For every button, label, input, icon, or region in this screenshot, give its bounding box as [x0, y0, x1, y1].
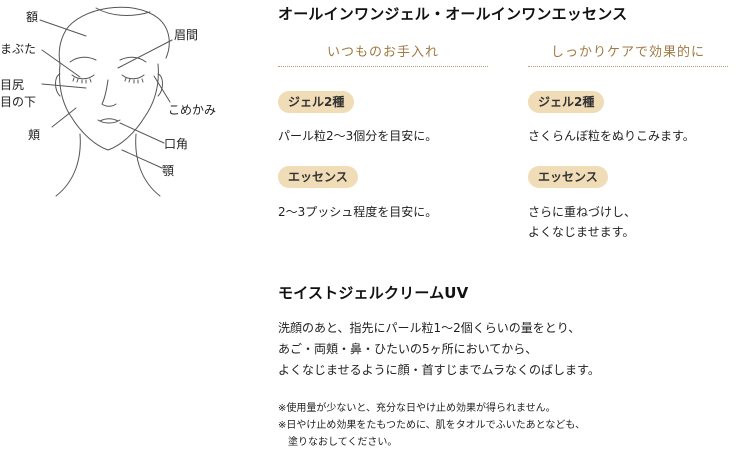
gel-badge-right: ジェル2種 [528, 91, 605, 113]
column-heading-daily-care: いつものお手入れ [326, 45, 439, 60]
label-eyelid: まぶた [0, 42, 37, 56]
gel-badge-left: ジェル2種 [278, 91, 355, 113]
section-title-allinone: オールインワンジェル・オールインワンエッセンス [278, 5, 628, 23]
label-forehead: 額 [26, 10, 39, 24]
label-outer-eye: 目尻 [0, 78, 25, 92]
dotted-divider-right [528, 66, 728, 67]
usage-notes: ※使用量が少ないと、充分な日やけ止め効果が得られません。 ※日やけ止め効果をたも… [278, 403, 586, 448]
face-outline-illustration [39, 6, 173, 197]
label-mouth-corner: 口角 [164, 137, 189, 151]
label-temple: こめかみ [168, 103, 217, 117]
gel-usage-intensive: さくらんぼ粒をぬりこみます。 [528, 129, 695, 143]
label-chin: 顎 [162, 164, 175, 178]
label-cheek: 頬 [28, 128, 41, 142]
label-between-brows: 眉間 [174, 28, 199, 42]
gel-usage-daily: パール粒2〜3個分を目安に。 [278, 129, 438, 143]
dotted-divider-left [278, 66, 488, 67]
essence-badge-left: エッセンス [278, 166, 358, 188]
face-diagram: 額 まぶた 目尻 目の下 頬 眉間 こめかみ 口角 顎 [0, 0, 260, 215]
gel-cream-uv-instructions: 洗顔のあと、指先にパール粒1〜2個くらいの量をとり、 あご・両頬・鼻・ひたいの5… [278, 321, 600, 377]
section-title-gel-cream-uv: モイストジェルクリームUV [278, 284, 469, 302]
essence-usage-intensive: さらに重ねづけし、 よくなじませます。 [528, 205, 637, 239]
label-under-eye: 目の下 [0, 95, 37, 109]
essence-badge-right: エッセンス [528, 166, 608, 188]
column-heading-intensive-care: しっかりケアで効果的に [550, 45, 705, 60]
essence-usage-daily: 2〜3プッシュ程度を目安に。 [278, 205, 438, 219]
